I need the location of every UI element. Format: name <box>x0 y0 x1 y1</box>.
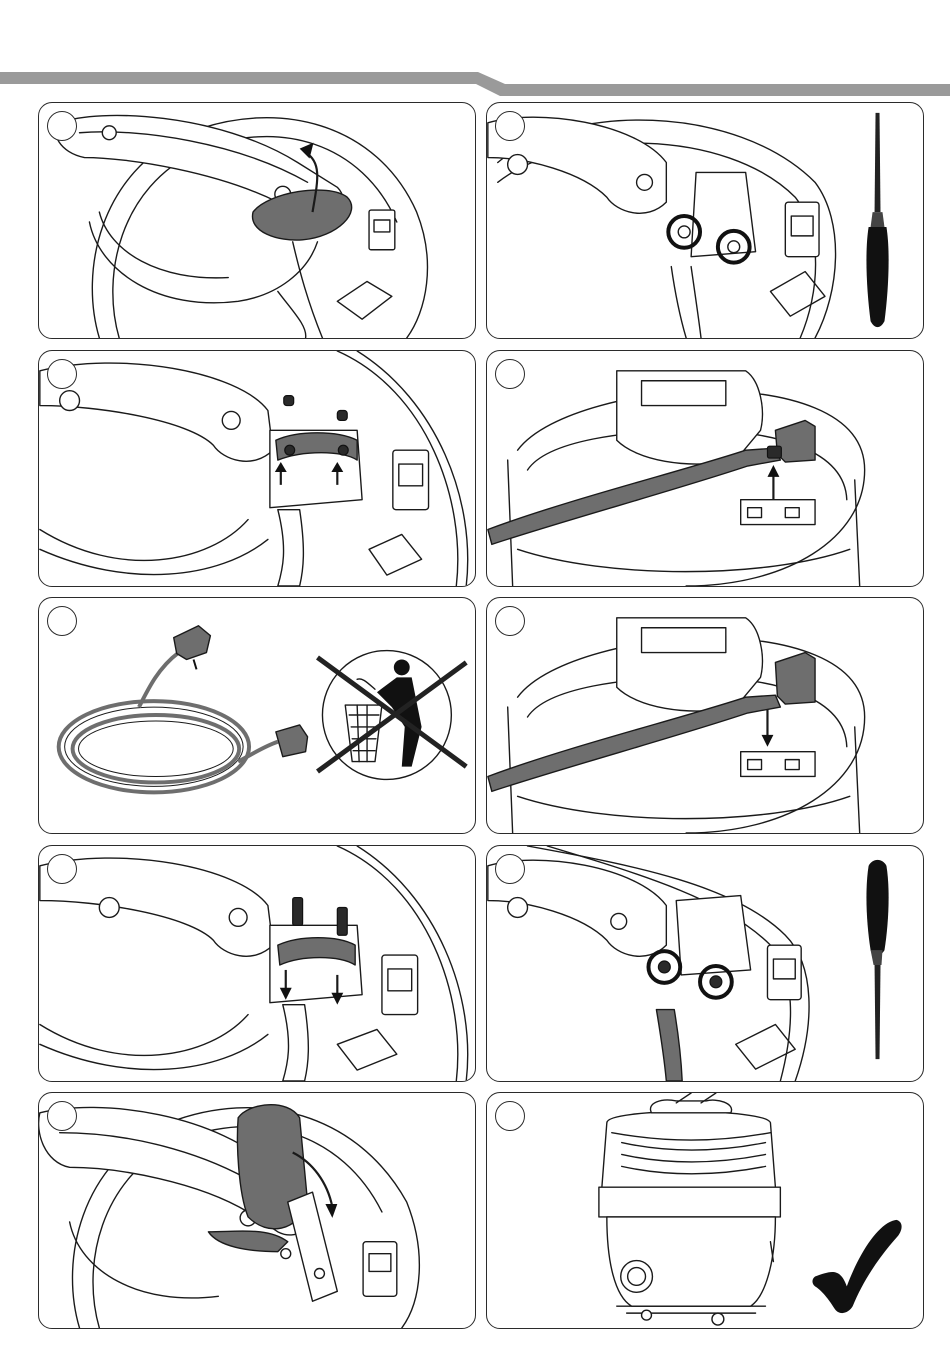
remove-cable-clamp-illustration <box>39 351 475 586</box>
step-number-3 <box>47 359 77 389</box>
close-lever-illustration <box>39 1093 475 1328</box>
step-panel-3 <box>38 350 476 587</box>
step-number-6 <box>495 606 525 636</box>
do-not-bin-cable-illustration <box>39 598 475 833</box>
step-number-8 <box>495 854 525 884</box>
step-number-5 <box>47 606 77 636</box>
step-panel-5 <box>38 597 476 834</box>
checkmark-icon <box>812 1220 901 1313</box>
step-number-2 <box>495 111 525 141</box>
step-panel-7 <box>38 845 476 1082</box>
step-number-4 <box>495 359 525 389</box>
no-bin-disposal-icon <box>317 651 466 780</box>
fit-cable-clamp-illustration <box>39 846 475 1081</box>
step-panel-1 <box>38 102 476 339</box>
step-panel-8 <box>486 845 924 1082</box>
step-number-10 <box>495 1101 525 1131</box>
step-panel-4 <box>486 350 924 587</box>
unplug-cable-illustration <box>487 351 923 586</box>
screwdriver-icon <box>866 860 888 1059</box>
vacuum-cleaner-icon <box>599 1093 780 1325</box>
header-bar <box>0 0 950 100</box>
screwdriver-tighten-illustration <box>487 846 923 1081</box>
vacuum-complete-illustration <box>487 1093 923 1328</box>
plug-in-cable-illustration <box>487 598 923 833</box>
step-panel-9 <box>38 1092 476 1329</box>
power-cable-coil-icon <box>59 626 308 793</box>
step-panel-6 <box>486 597 924 834</box>
screwdriver-icon <box>866 113 888 327</box>
handle-lever-release-illustration <box>39 103 475 338</box>
step-number-7 <box>47 854 77 884</box>
step-number-1 <box>47 111 77 141</box>
screwdriver-unscrew-illustration <box>487 103 923 338</box>
step-number-9 <box>47 1101 77 1131</box>
step-panel-10 <box>486 1092 924 1329</box>
step-panel-2 <box>486 102 924 339</box>
